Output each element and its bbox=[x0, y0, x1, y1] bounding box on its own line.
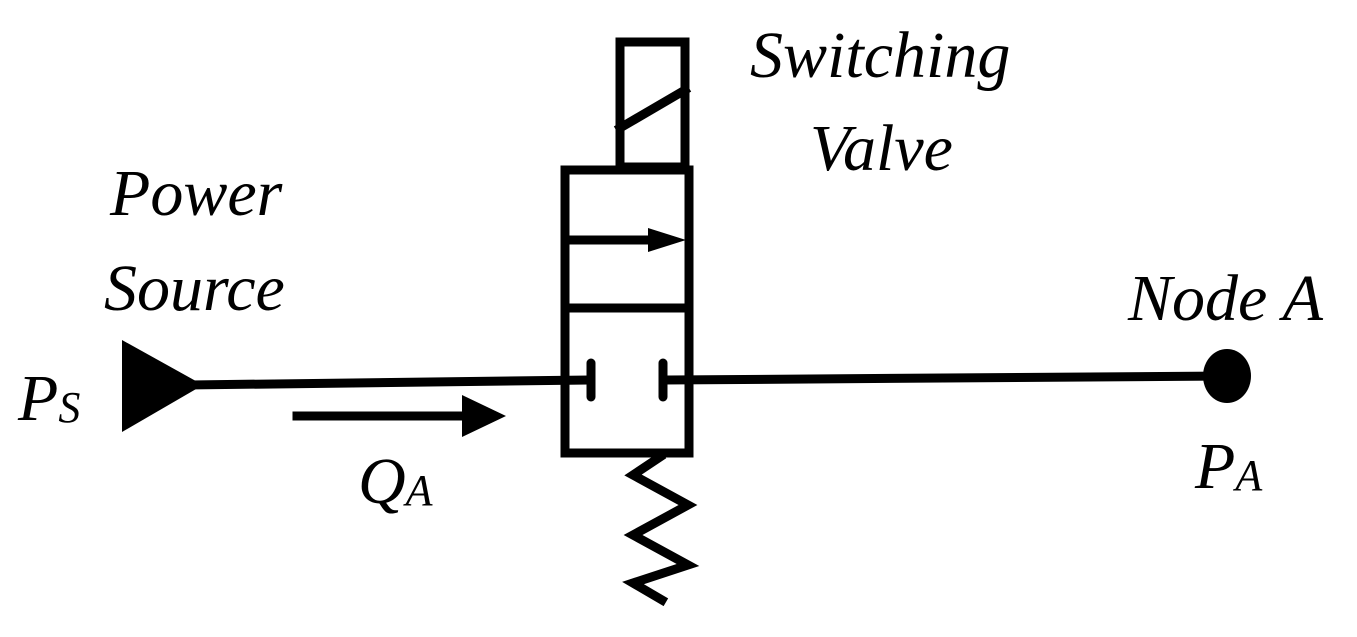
flow-symbol: QA bbox=[358, 445, 434, 518]
source-label-line2: Source bbox=[104, 252, 285, 325]
supply-pipe-line bbox=[185, 375, 590, 390]
valve-label-line2: Valve bbox=[810, 112, 953, 185]
flow-main: Q bbox=[358, 445, 406, 518]
solenoid-actuator bbox=[613, 37, 692, 172]
solenoid-diagonal bbox=[613, 83, 692, 135]
outlet-pipe-line bbox=[663, 371, 1230, 385]
flow-subscript: A bbox=[403, 466, 434, 515]
node-pressure-symbol: PA bbox=[1194, 430, 1263, 503]
node-pressure-subscript: A bbox=[1232, 451, 1263, 500]
node-pressure-main: P bbox=[1194, 430, 1235, 503]
source-label-line1: Power bbox=[109, 157, 283, 230]
source-pressure-main: P bbox=[17, 362, 58, 435]
power-source-triangle bbox=[122, 340, 203, 432]
valve-label-line1: Switching bbox=[750, 19, 1010, 92]
source-pressure-symbol: PS bbox=[17, 362, 80, 435]
node-label: Node A bbox=[1127, 262, 1324, 335]
return-spring bbox=[622, 450, 700, 607]
flow-direction-arrowhead bbox=[462, 395, 506, 437]
switching-valve-body bbox=[560, 165, 694, 458]
open-position-arrowhead bbox=[648, 228, 686, 252]
source-pressure-subscript: S bbox=[58, 383, 80, 432]
node-a-dot bbox=[1203, 349, 1251, 403]
